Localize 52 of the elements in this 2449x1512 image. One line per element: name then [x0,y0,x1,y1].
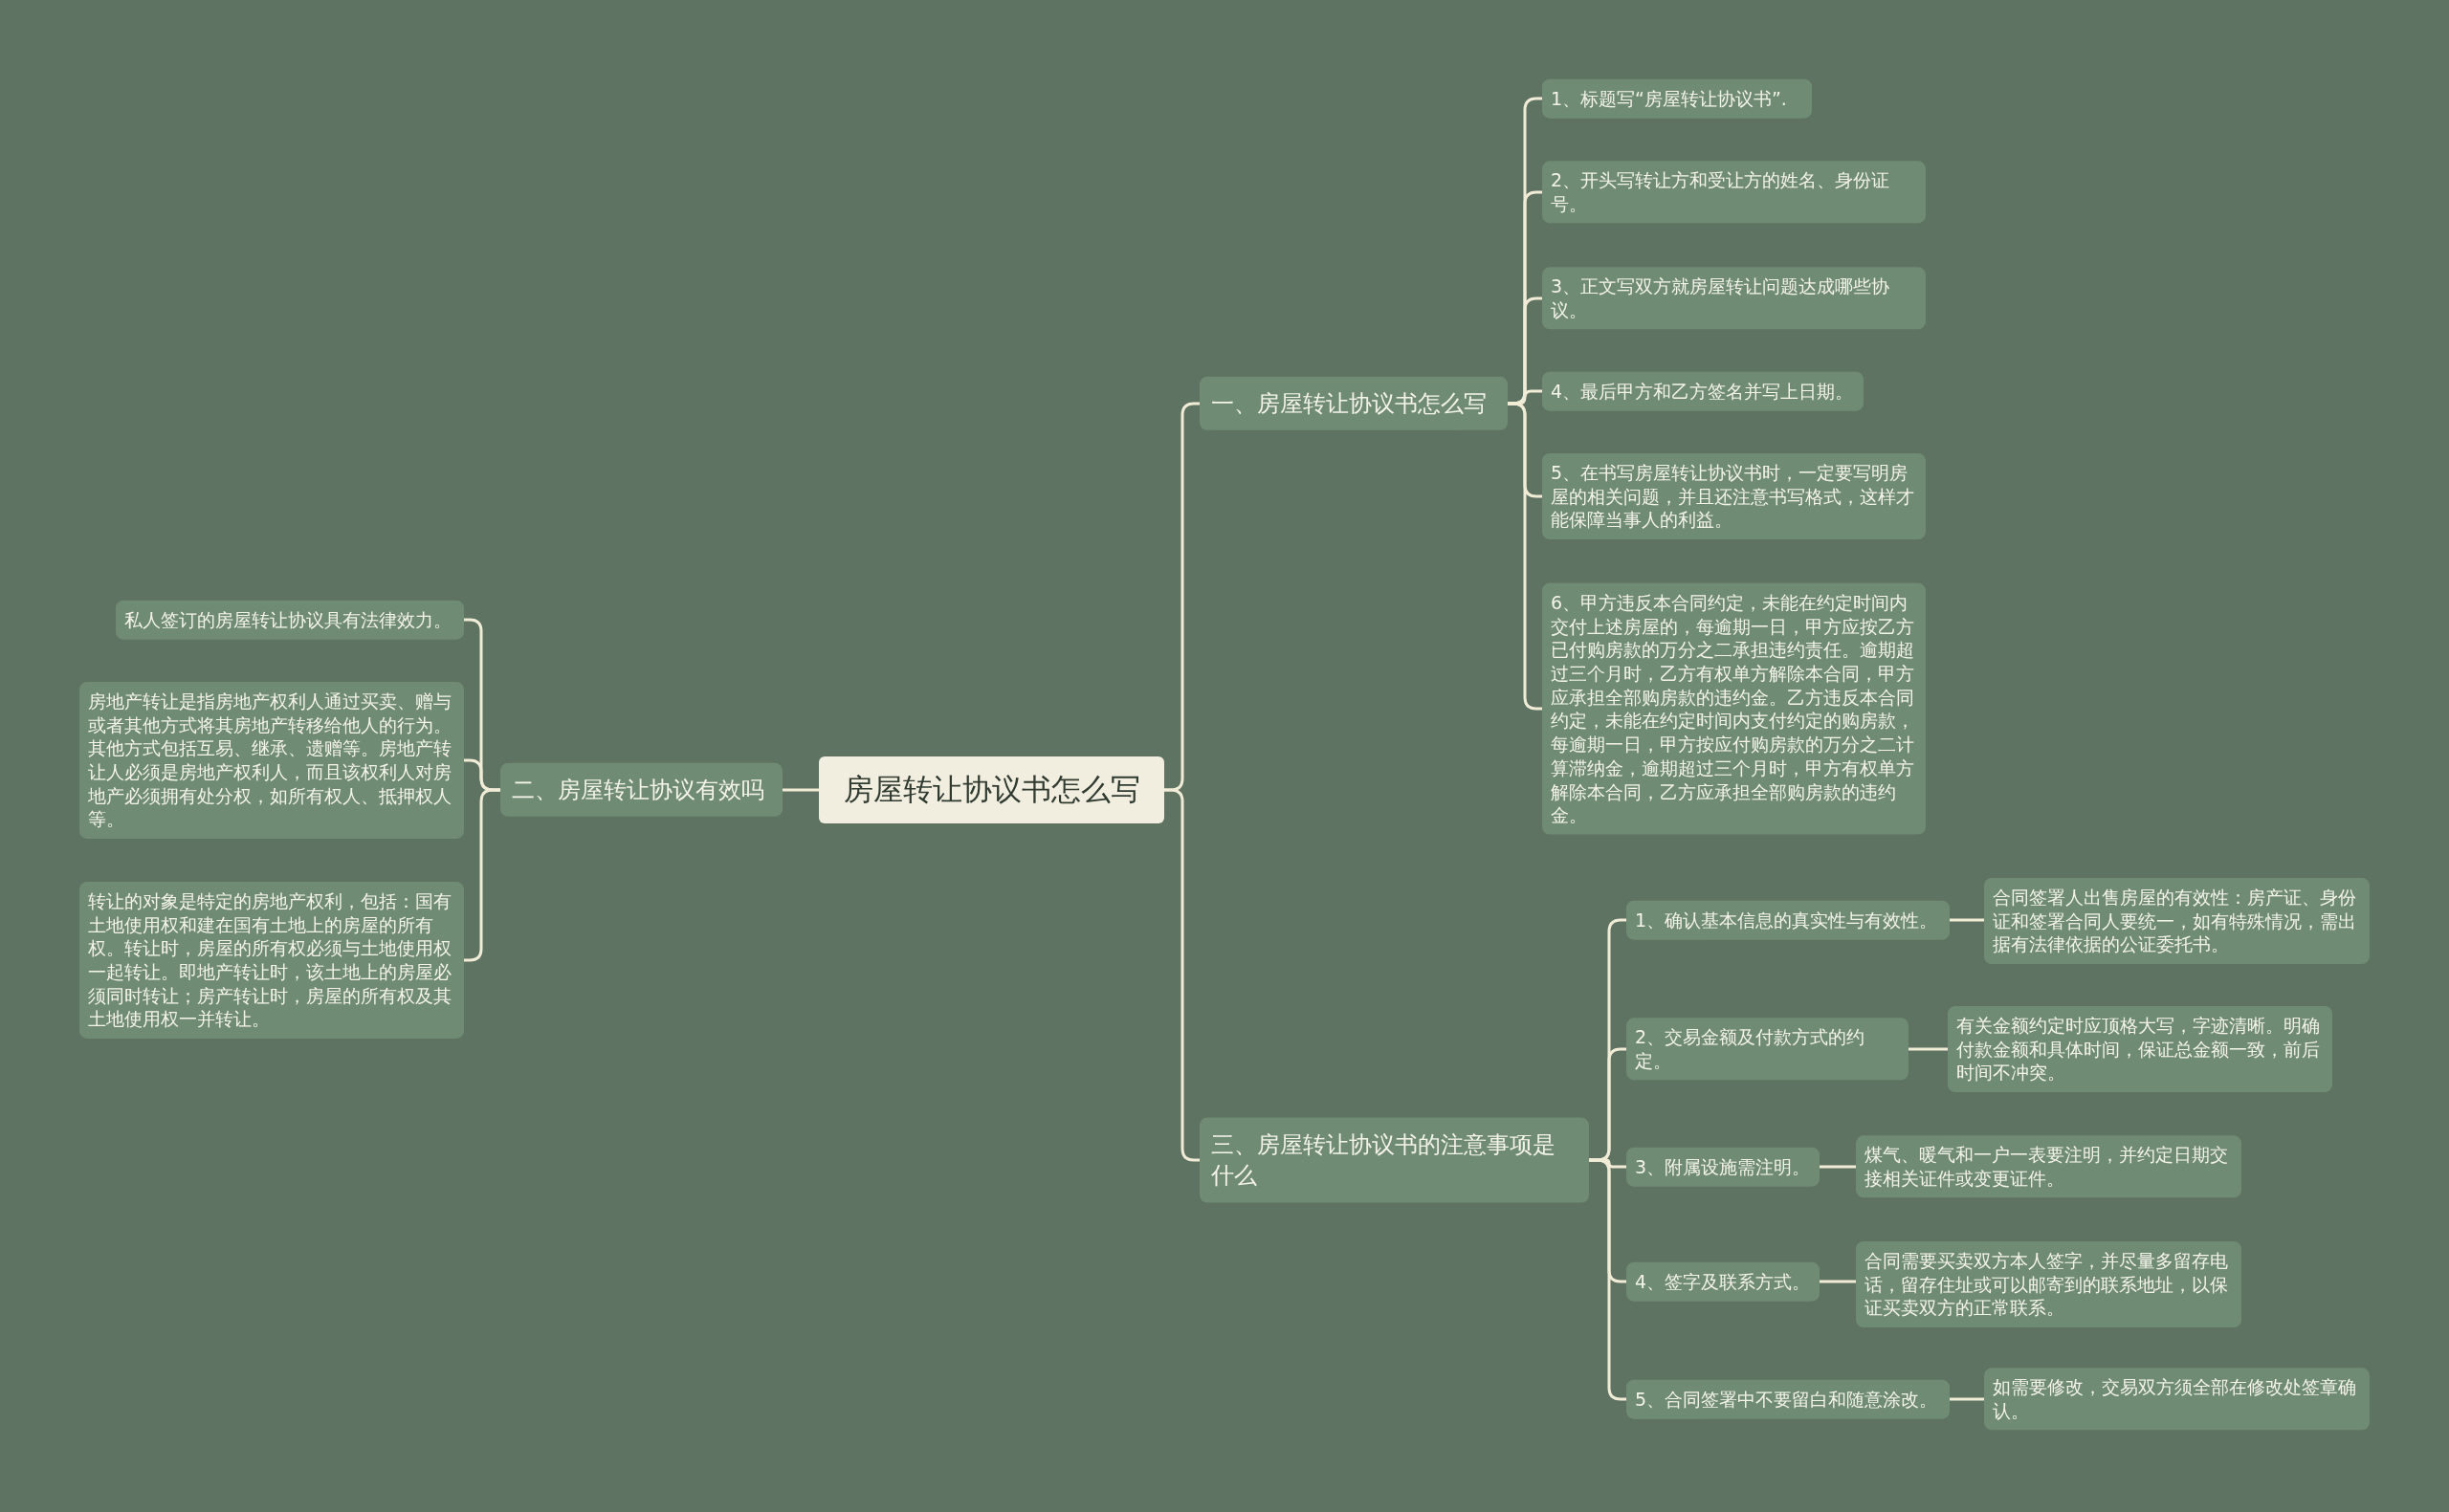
subtopic-box [116,600,464,640]
topic-text: 1、确认基本信息的真实性与有效性。 [1635,908,1939,932]
central-topic-box [819,756,1164,823]
subtopic-box [1984,1368,2370,1431]
subtopic-box [1626,1018,1908,1081]
topic-text: 2、交易金额及付款方式的约定。 [1635,1025,1866,1073]
subtopic-box [1542,267,1926,330]
topic-text: 三、房屋转让协议书的注意事项是什么 [1211,1129,1556,1191]
topic-text: 转让的对象是特定的房地产权利，包括：国有土地使用权和建在国有土地上的房屋的所有权。转让时，房屋的所有权必须与土地使用权一起转让。即地产转让时，该土地上的房屋必须同时转让；房产转让时，房屋的所有权及其土地使用权一并转让。 [88,888,452,1032]
subtopic-box [1948,1005,2332,1093]
connector-line [781,788,821,792]
topic-text: 一、房屋转让协议书怎么写 [1211,388,1488,419]
subtopic-box [1542,452,1926,540]
connector-line [1948,918,1986,922]
topic-text: 3、正文写双方就房屋转让问题达成哪些协议。 [1551,274,1891,322]
topic-text: 5、在书写房屋转让协议书时，一定要写明房屋的相关问题，并且还注意书写格式，这样才能保障当事人的利益。 [1551,460,1915,533]
connector-line [1818,1280,1858,1283]
topic-text: 5、合同签署中不要留白和随意涂改。 [1635,1387,1939,1412]
connector-line [1907,1047,1950,1051]
branch-topic-box [1200,1117,1589,1203]
subtopic-box [1626,900,1950,940]
subtopic-box [1856,1240,2241,1328]
connector-line [1587,1158,1628,1401]
connector-line [1162,788,1202,1162]
topic-text: 3、附属设施需注明。 [1635,1154,1811,1179]
topic-text: 4、签字及联系方式。 [1635,1269,1811,1294]
topic-text: 房地产转让是指房地产权利人通过买卖、赠与或者其他方式将其房地产转移给他人的行为。其他方式包括互易、继承、遗赠等。房地产转让人必须是房地产权利人，而且该权利人对房地产必须拥有处分权，如所有权人、抵押权人等。 [88,689,452,832]
topic-text: 有关金额约定时应顶格大写，字迹清晰。明确付款金额和具体时间，保证总金额一致，前后时间不冲突。 [1956,1013,2321,1085]
connector-line [1948,1397,1986,1401]
connector-line [462,788,502,962]
topic-text: 房屋转让协议书怎么写 [842,771,1141,809]
topic-text: 私人签订的房屋转让协议具有法律效力。 [124,607,452,632]
subtopic-box [1626,1379,1950,1419]
subtopic-box [1984,877,2370,965]
branch-topic-box [1200,376,1508,431]
subtopic-box [1626,1147,1820,1187]
topic-text: 如需要修改，交易双方须全部在修改处签章确认。 [1993,1375,2357,1423]
topic-text: 合同签署人出售房屋的有效性：房产证、身份证和签署合同人要统一，如有特殊情况，需出据有法律依据的公证委托书。 [1993,885,2357,957]
subtopic-box [1856,1135,2241,1198]
topic-text: 1、标题写“房屋转让协议书”. [1551,86,1788,111]
branch-topic-box [500,762,783,818]
topic-text: 煤气、暖气和一户一表要注明，并约定日期交接相关证件或变更证件。 [1864,1143,2229,1191]
subtopic-box [1542,371,1864,411]
topic-text: 4、最后甲方和乙方签名并写上日期。 [1551,379,1855,404]
topic-text: 6、甲方违反本合同约定，未能在约定时间内交付上述房屋的，每逾期一日，甲方应按乙方已付购房款的万分之二承担违约责任。逾期超过三个月时，乙方有权单方解除本合同，甲方应承担全部购房款的违约金。乙方违反本合同约定，未能在约定时间内支付约定的购房款，每逾期一日，甲方按应付购房款的万分之二计算滞纳金，逾期超过三个月时，甲方有权单方解除本合同，乙方应承担全部购房款的违约金。 [1551,590,1915,827]
topic-text: 合同需要买卖双方本人签字，并尽量多留存电话，留存住址或可以邮寄到的联系地址，以保证买卖双方的正常联系。 [1864,1248,2229,1321]
connector-line [1818,1165,1858,1169]
subtopic-box [1542,161,1926,224]
subtopic-box [1626,1261,1820,1302]
topic-text: 2、开头写转让方和受让方的姓名、身份证号。 [1551,168,1891,216]
subtopic-box [1542,78,1812,119]
topic-text: 二、房屋转让协议有效吗 [512,775,765,805]
